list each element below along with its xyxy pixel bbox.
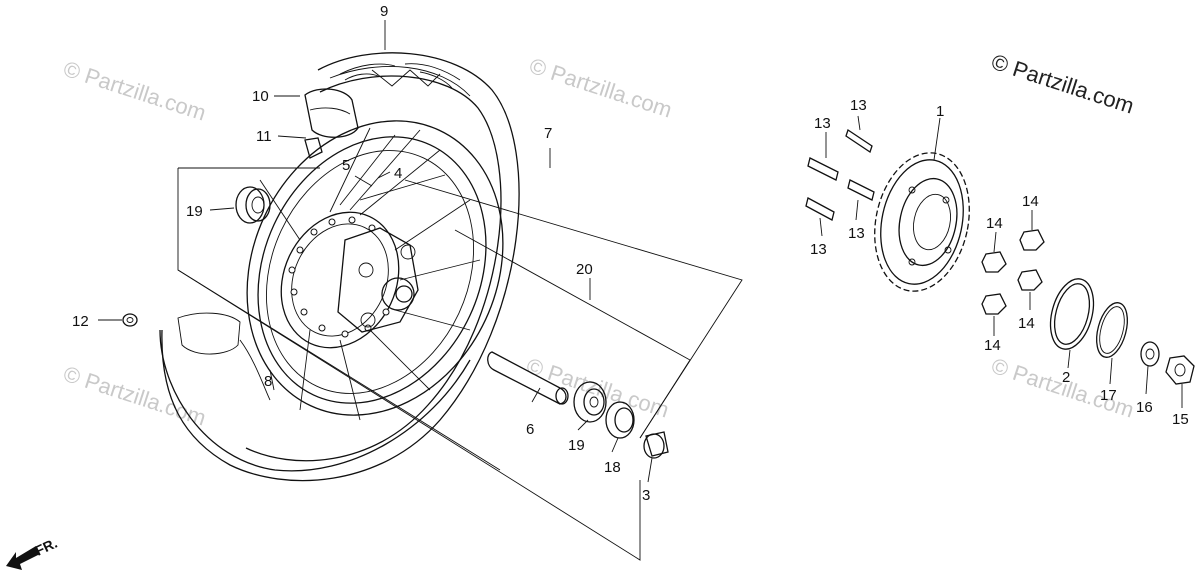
callout-9: 9 xyxy=(380,3,388,20)
callout-7: 7 xyxy=(544,125,552,142)
watermark-faint: © Partzilla.com xyxy=(60,361,209,431)
grouping-lines xyxy=(177,148,743,561)
front-direction-indicator: FR. xyxy=(6,535,60,570)
faint-watermarks: © Partzilla.com © Partzilla.com © Partzi… xyxy=(60,53,1137,431)
callout-12: 12 xyxy=(72,313,89,330)
callout-5: 5 xyxy=(342,157,350,174)
callouts: 9 10 11 5 4 7 19 12 20 8 6 19 18 3 1 13 … xyxy=(72,3,1189,504)
callout-6: 6 xyxy=(526,421,534,438)
sprocket-drawing xyxy=(874,152,970,292)
callout-19-left: 19 xyxy=(186,203,203,220)
bearing-left xyxy=(235,186,271,224)
front-label: FR. xyxy=(33,535,60,559)
studs xyxy=(805,128,875,221)
callout-1: 1 xyxy=(936,103,944,120)
hub-parts xyxy=(487,351,669,459)
callout-11: 11 xyxy=(256,128,272,145)
tube-drawing xyxy=(304,88,359,159)
callout-17: 17 xyxy=(1100,387,1117,404)
callout-2: 2 xyxy=(1062,369,1070,386)
valve-nut xyxy=(98,313,138,327)
callout-13-mid: 13 xyxy=(848,225,865,242)
watermark-main: © Partzilla.com xyxy=(988,49,1137,119)
callout-14-top: 14 xyxy=(1022,193,1039,210)
callout-3: 3 xyxy=(642,487,650,504)
callout-14-bottom: 14 xyxy=(984,337,1001,354)
callout-14-left: 14 xyxy=(986,215,1003,232)
callout-18: 18 xyxy=(604,459,621,476)
rim-band-drawing xyxy=(159,312,471,472)
callout-19-right: 19 xyxy=(568,437,585,454)
leader-lines xyxy=(209,20,1183,483)
callout-20: 20 xyxy=(576,261,593,278)
watermark-faint: © Partzilla.com xyxy=(60,56,209,126)
watermark-faint: © Partzilla.com xyxy=(526,53,675,123)
callout-13-top: 13 xyxy=(850,97,867,114)
callout-4: 4 xyxy=(394,165,402,182)
tire-drawing xyxy=(161,52,520,482)
rim-drawing xyxy=(246,120,504,421)
watermark-faint: © Partzilla.com xyxy=(523,353,672,423)
callout-15: 15 xyxy=(1172,411,1189,428)
front-arrow-icon xyxy=(6,546,40,570)
callout-16: 16 xyxy=(1136,399,1153,416)
callout-8: 8 xyxy=(264,373,272,390)
callout-10: 10 xyxy=(252,88,269,105)
callout-14-mid: 14 xyxy=(1018,315,1035,332)
callout-13-left: 13 xyxy=(814,115,831,132)
callout-13-bottom: 13 xyxy=(810,241,827,258)
sprocket-nuts xyxy=(981,229,1045,315)
axle-end-parts xyxy=(1049,278,1195,385)
